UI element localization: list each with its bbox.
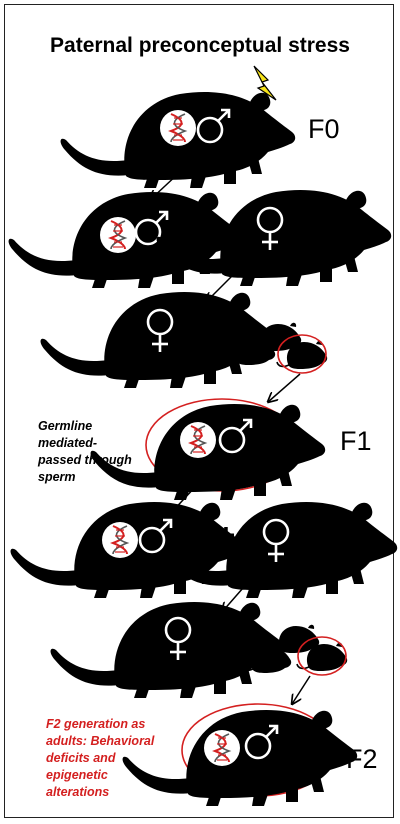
figure-title: Paternal preconceptual stress [50,34,350,57]
f1-mother-rat [50,602,286,698]
f0-mother-rat [40,292,276,388]
f2-male-rat [122,710,358,806]
svg-text:adults: Behavioral: adults: Behavioral [46,734,155,748]
dna-icon [203,729,241,767]
svg-text:mediated-: mediated- [38,436,97,450]
f2-outcome-note: F2 generation as adults: Behavioral defi… [46,717,155,799]
dna-icon [101,521,139,559]
germline-note: Germline mediated- passed through sperm [37,419,132,484]
dna-icon [179,421,217,459]
svg-text:passed through: passed through [37,453,132,467]
dna-icon [159,109,197,147]
male-rat-icon [122,710,358,806]
generation-label-f2: F2 [346,744,378,774]
f1-male-rat [90,404,326,500]
selected-pup-highlight [277,334,327,374]
generation-label-f1: F1 [340,426,372,456]
svg-text:F2 generation as: F2 generation as [46,717,145,731]
svg-text:alterations: alterations [46,785,109,799]
generation-label-f0: F0 [308,114,340,144]
svg-text:deficits and: deficits and [46,751,116,765]
selected-pup-highlight [297,636,347,676]
svg-text:sperm: sperm [38,470,76,484]
figure-frame [4,4,394,818]
dna-icon [99,216,137,254]
arrow-icon [292,675,311,704]
plus-sign: + [217,517,236,553]
female-rat-icon [40,292,276,388]
svg-text:Germline: Germline [38,419,92,433]
lightning-icon [253,65,277,101]
svg-text:epigenetic: epigenetic [46,768,108,782]
arrow-icon [268,373,301,402]
plus-sign: + [207,207,226,243]
female-rat-icon [50,602,286,698]
